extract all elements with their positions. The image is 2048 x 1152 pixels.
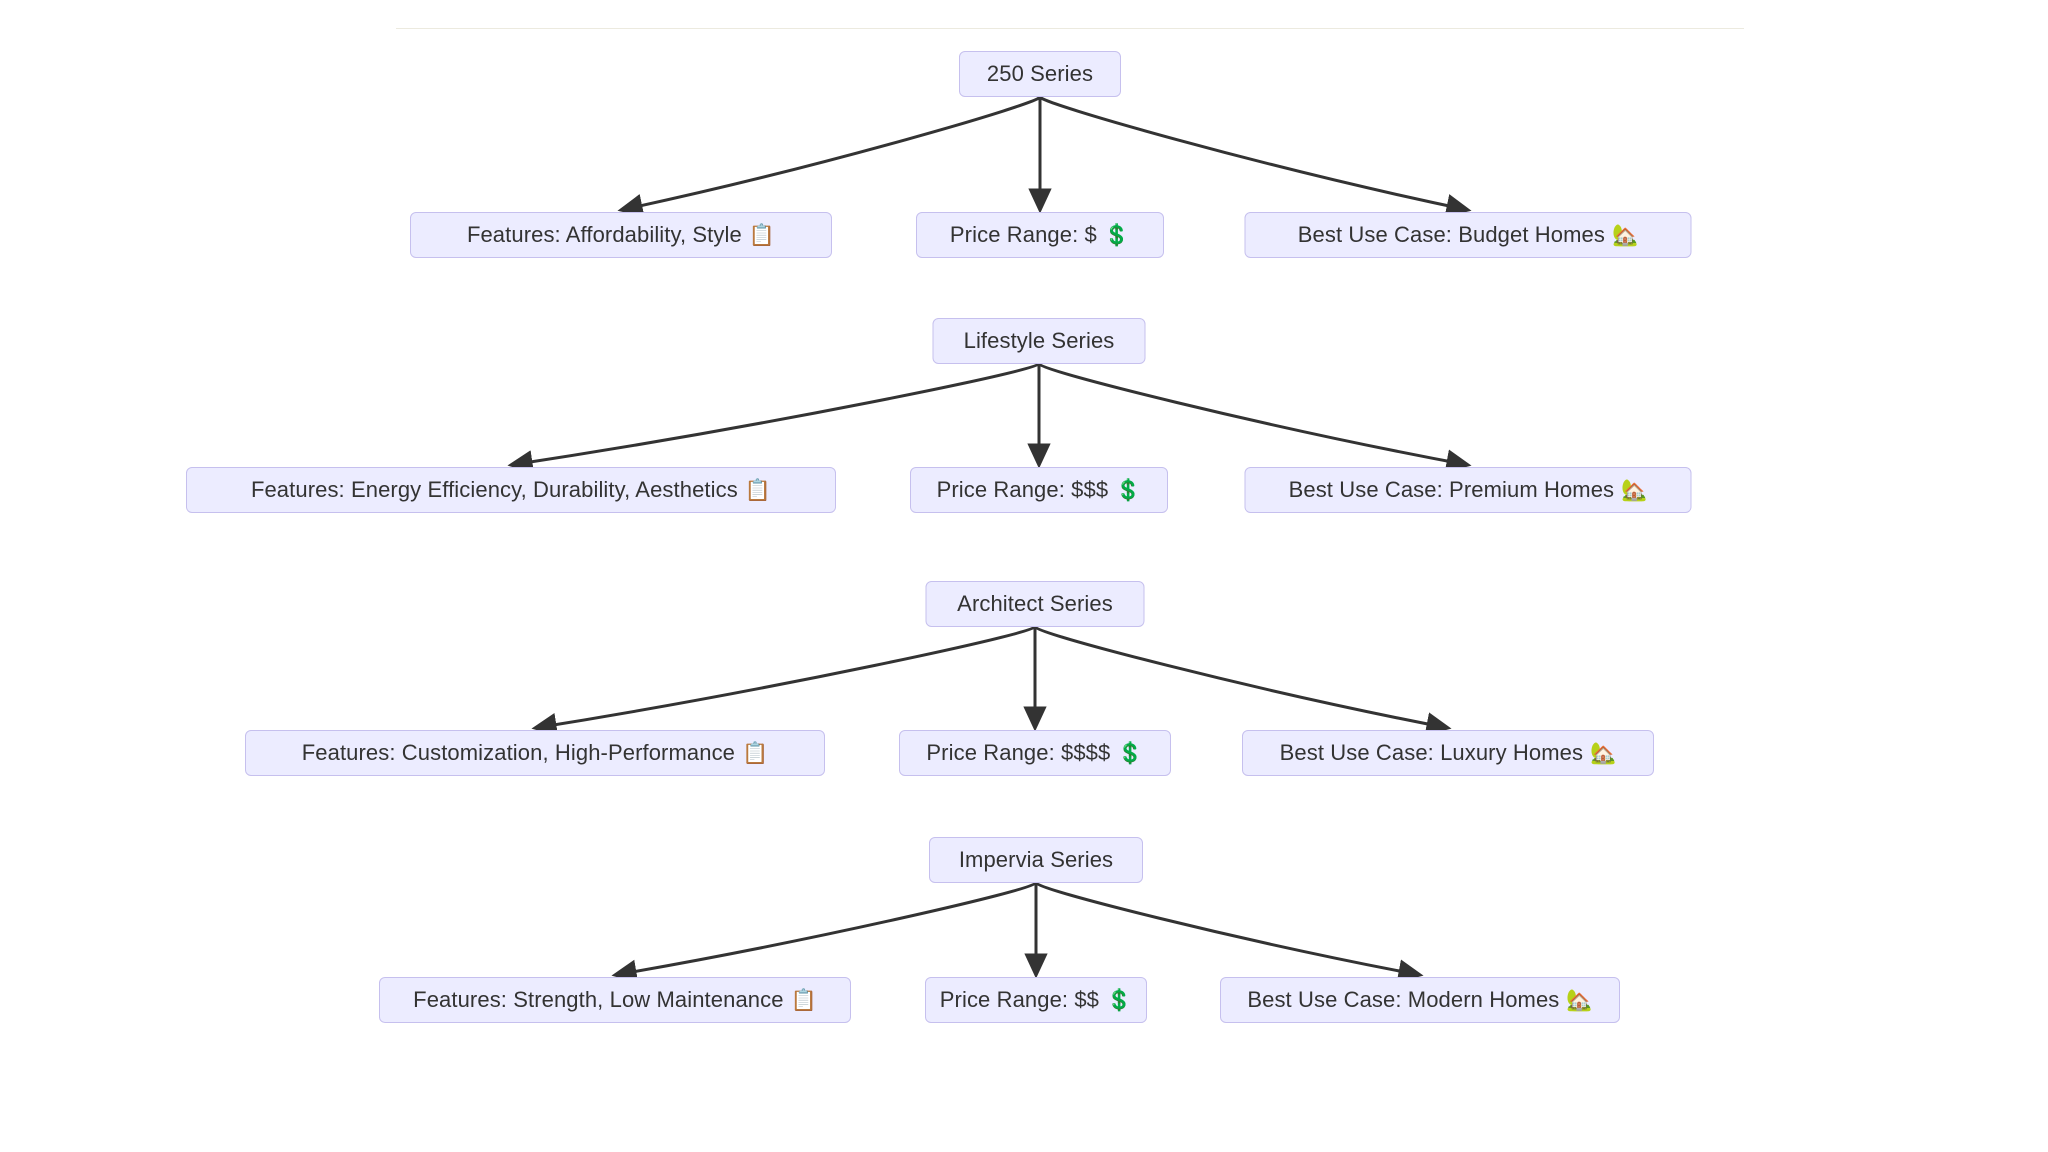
clipboard-icon: 📋 — [742, 741, 769, 765]
edge-n4-to-n4a — [611, 881, 1038, 983]
clipboard-icon: 📋 — [790, 988, 817, 1012]
node-n3a[interactable]: Features: Customization, High-Performanc… — [245, 730, 825, 776]
money-icon: 💲 — [1117, 741, 1144, 765]
top-divider-rule — [396, 28, 1744, 29]
clipboard-icon: 📋 — [744, 478, 772, 502]
house-with-garden-icon: 🏡 — [1621, 478, 1648, 502]
node-label: Best Use Case: Modern Homes — [1247, 987, 1560, 1012]
node-label: Architect Series — [957, 591, 1113, 616]
node-label: Impervia Series — [958, 847, 1114, 872]
edge-n2-to-n2a — [507, 362, 1041, 474]
node-root-n3[interactable]: Architect Series — [925, 581, 1145, 627]
node-n4a[interactable]: Features: Strength, Low Maintenance📋 — [379, 977, 851, 1023]
house-with-garden-icon: 🏡 — [1590, 741, 1617, 765]
node-label: Features: Strength, Low Maintenance — [413, 987, 784, 1012]
node-n1a[interactable]: Features: Affordability, Style📋 — [410, 212, 832, 258]
edge-n2-to-n2c — [1037, 362, 1472, 473]
node-n3b[interactable]: Price Range: $$$$💲 — [899, 730, 1171, 776]
edge-n3-to-n3a — [531, 625, 1037, 737]
edge-n4-to-n4c — [1034, 881, 1424, 983]
node-label: Price Range: $$$ — [936, 477, 1109, 502]
node-n3c[interactable]: Best Use Case: Luxury Homes🏡 — [1242, 730, 1654, 776]
node-n2b[interactable]: Price Range: $$$💲 — [910, 467, 1168, 513]
node-label: Features: Energy Efficiency, Durability,… — [250, 477, 738, 502]
node-n2c[interactable]: Best Use Case: Premium Homes🏡 — [1244, 467, 1692, 513]
edge-n1-to-n1a — [617, 95, 1042, 217]
node-label: Best Use Case: Budget Homes — [1297, 222, 1605, 247]
node-label: Price Range: $$ — [939, 987, 1100, 1012]
node-n1c[interactable]: Best Use Case: Budget Homes🏡 — [1244, 212, 1692, 258]
house-with-garden-icon: 🏡 — [1566, 988, 1593, 1012]
edge-n3-to-n3c — [1033, 625, 1452, 736]
node-n4b[interactable]: Price Range: $$💲 — [925, 977, 1147, 1023]
edge-n1-to-n1c — [1038, 95, 1472, 218]
money-icon: 💲 — [1106, 988, 1133, 1012]
node-label: Features: Customization, High-Performanc… — [301, 740, 736, 765]
node-n2a[interactable]: Features: Energy Efficiency, Durability,… — [186, 467, 836, 513]
node-root-n4[interactable]: Impervia Series — [929, 837, 1143, 883]
node-label: Lifestyle Series — [963, 328, 1115, 353]
node-root-n1[interactable]: 250 Series — [959, 51, 1121, 97]
node-n1b[interactable]: Price Range: $💲 — [916, 212, 1164, 258]
node-n4c[interactable]: Best Use Case: Modern Homes🏡 — [1220, 977, 1620, 1023]
money-icon: 💲 — [1103, 223, 1131, 247]
node-label: Price Range: $$$$ — [926, 740, 1111, 765]
node-label: Best Use Case: Luxury Homes — [1279, 740, 1584, 765]
node-label: Price Range: $ — [949, 222, 1097, 247]
node-label: Features: Affordability, Style — [466, 222, 742, 247]
house-with-garden-icon: 🏡 — [1611, 223, 1639, 247]
node-root-n2[interactable]: Lifestyle Series — [932, 318, 1146, 364]
clipboard-icon: 📋 — [748, 223, 776, 247]
node-label: 250 Series — [986, 61, 1094, 86]
money-icon: 💲 — [1115, 478, 1142, 502]
node-label: Best Use Case: Premium Homes — [1288, 477, 1615, 502]
